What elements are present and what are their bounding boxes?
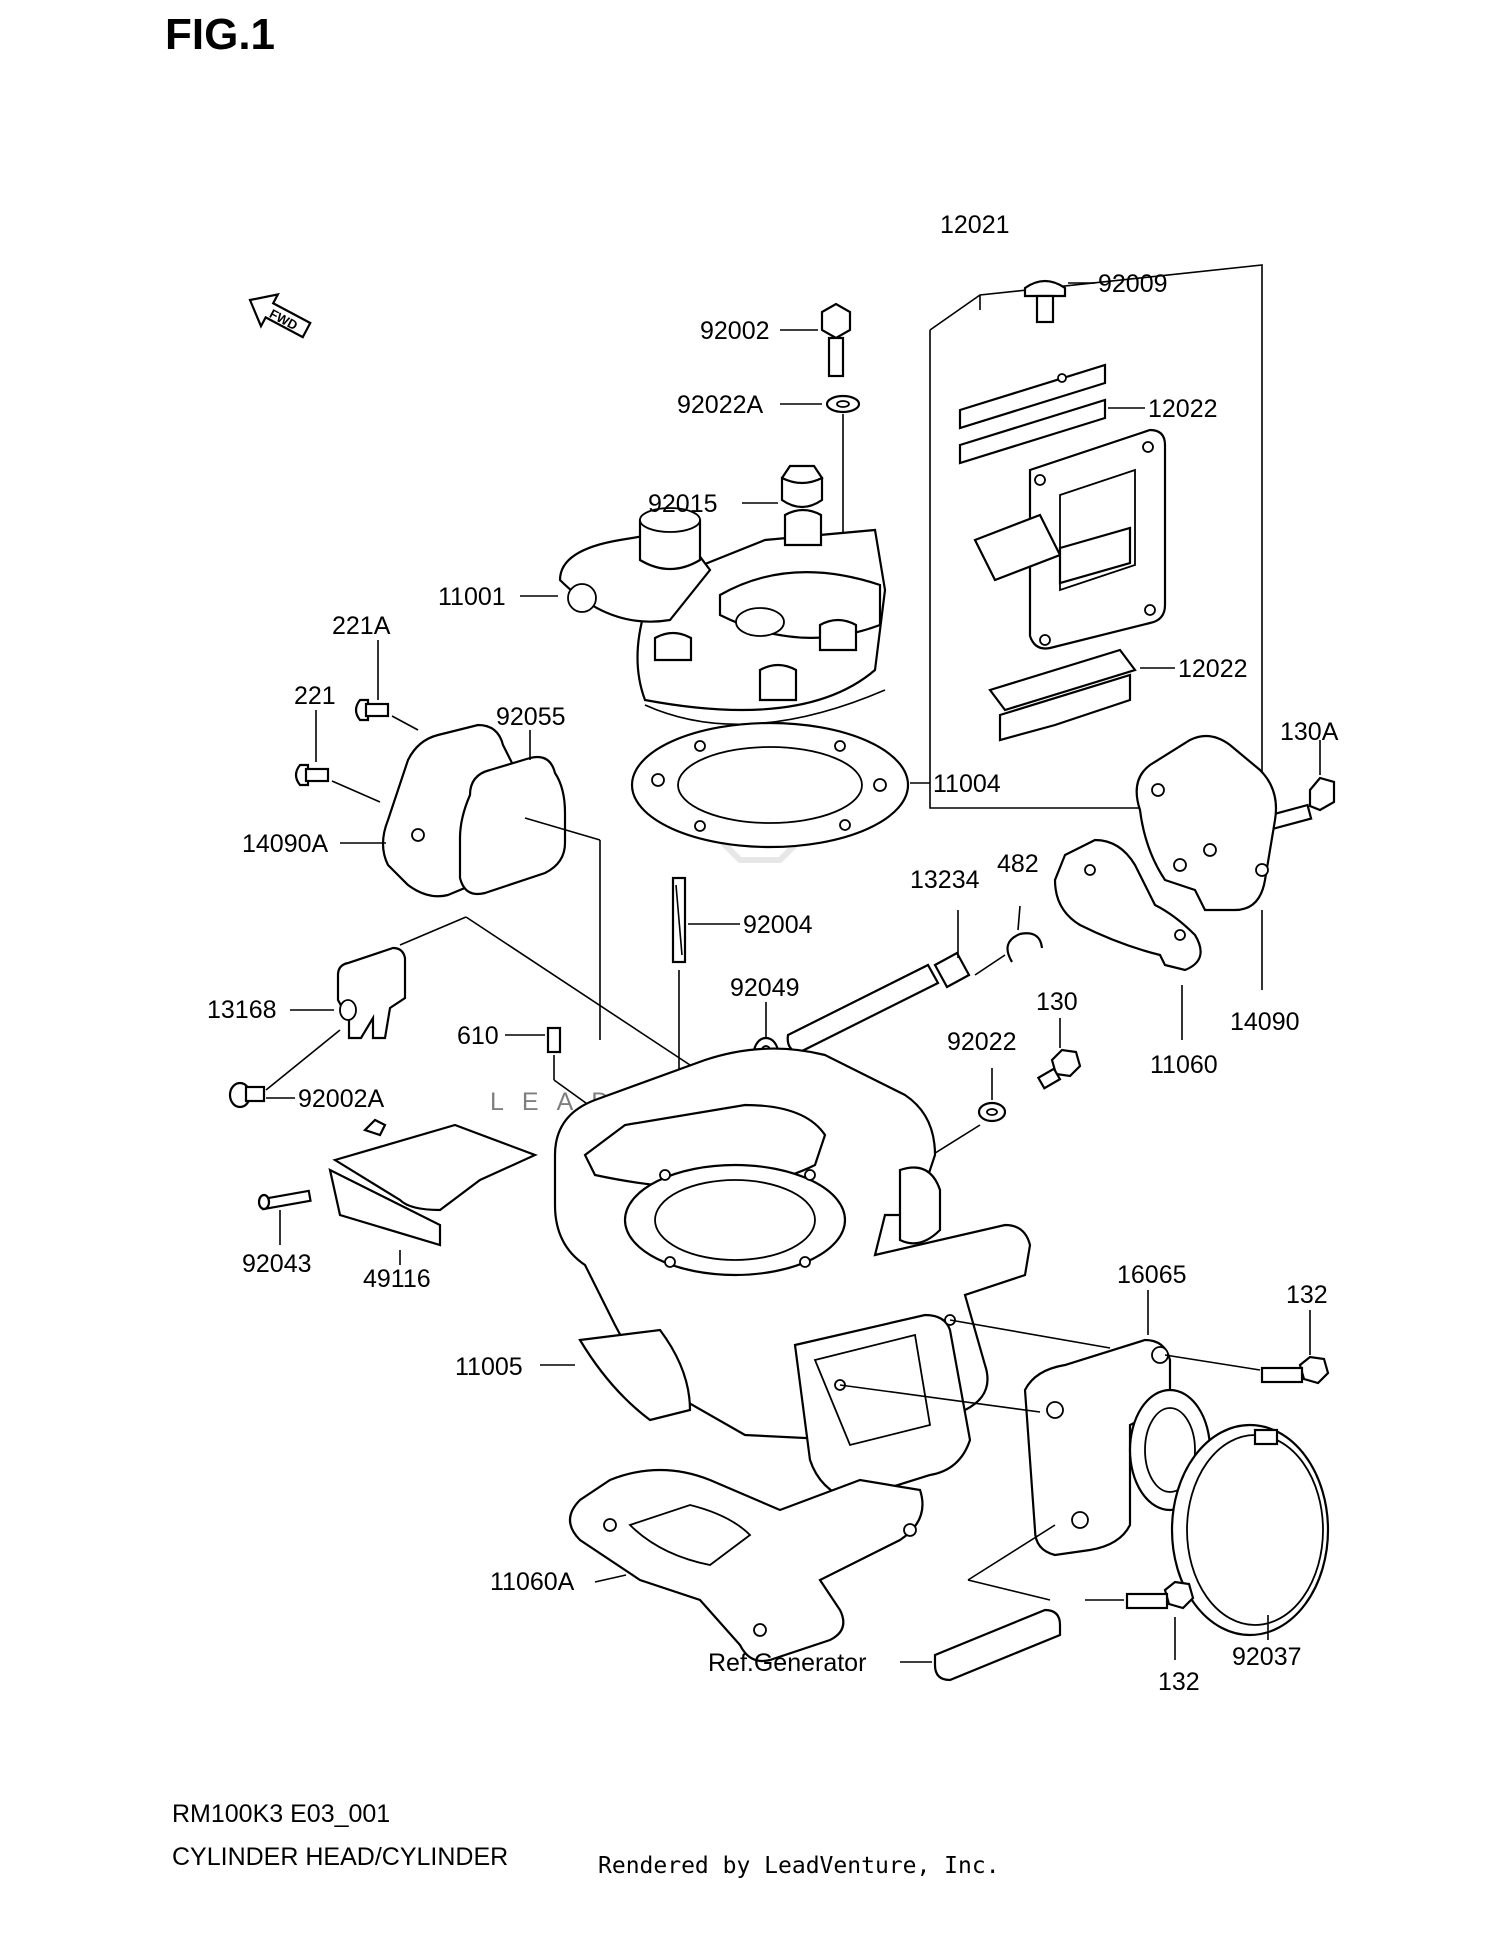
intake-pipe-16065	[839, 1290, 1212, 1557]
base-gasket-11060A	[568, 1468, 924, 1663]
label-221: 221	[294, 682, 336, 710]
head-gasket-11004	[630, 721, 930, 849]
label-130: 130	[1036, 988, 1078, 1016]
label-130A: 130A	[1280, 718, 1339, 746]
exhaust-valve-49116	[328, 1118, 538, 1265]
clamp-92037	[1170, 1423, 1330, 1640]
holder-13168	[290, 916, 691, 1066]
label-11060: 11060	[1150, 1051, 1218, 1079]
label-482: 482	[997, 850, 1039, 878]
fwd-label: FWD	[267, 306, 300, 333]
label-92009: 92009	[1098, 270, 1168, 298]
label-12022-upper: 12022	[1148, 395, 1218, 423]
label-92004: 92004	[743, 911, 813, 939]
cylinder-head-11001	[520, 507, 887, 726]
label-11001: 11001	[438, 583, 506, 611]
bolt-132-upper	[1164, 1310, 1330, 1385]
label-11060A: 11060A	[490, 1568, 575, 1596]
reed-cage	[973, 428, 1167, 650]
reed-petal-upper	[958, 363, 1145, 465]
label-92002: 92002	[700, 317, 770, 345]
label-13168: 13168	[207, 996, 277, 1024]
screw-92002A	[228, 1029, 341, 1109]
label-ref-generator: Ref.Generator	[708, 1649, 866, 1677]
label-13234: 13234	[910, 866, 980, 894]
label-221A: 221A	[332, 612, 391, 640]
nut-92015	[742, 464, 824, 509]
label-610: 610	[457, 1022, 499, 1050]
label-92002A: 92002A	[298, 1085, 385, 1113]
label-11004: 11004	[933, 770, 1001, 798]
label-132-lower: 132	[1158, 1668, 1200, 1696]
valve-shaft-13234	[786, 910, 971, 1055]
model-code: RM100K3 E03_001	[172, 1800, 391, 1828]
reed-valve-kit-box	[929, 264, 1263, 809]
clip-482	[974, 905, 1044, 976]
section-title: CYLINDER HEAD/CYLINDER	[172, 1843, 509, 1871]
label-14090A: 14090A	[242, 830, 329, 858]
label-132-upper: 132	[1286, 1281, 1328, 1309]
bolt-92002	[780, 302, 852, 378]
stud-92004	[671, 876, 740, 1150]
figure-title: FIG.1	[165, 10, 276, 59]
gasket-11060	[1053, 838, 1202, 1040]
screw-221	[294, 710, 381, 803]
ref-generator-lead	[900, 1524, 1062, 1682]
label-92022: 92022	[947, 1028, 1017, 1056]
gasket-92055	[458, 730, 601, 1040]
label-92055: 92055	[496, 703, 566, 731]
reed-petal-lower	[988, 648, 1175, 742]
label-92049: 92049	[730, 974, 800, 1002]
label-12021: 12021	[940, 211, 1010, 239]
valve-housing-14090	[1135, 734, 1278, 990]
label-49116: 49116	[363, 1265, 431, 1293]
label-92015: 92015	[648, 490, 718, 518]
label-12022-lower: 12022	[1178, 655, 1248, 683]
bolt-130	[1036, 1018, 1082, 1090]
bolt-132-lower	[1085, 1580, 1195, 1660]
label-16065: 16065	[1117, 1261, 1187, 1289]
screw-92009	[1023, 279, 1095, 324]
label-92022A: 92022A	[677, 391, 764, 419]
fwd-arrow-icon: FWD	[248, 292, 312, 339]
washer-92022	[899, 1068, 1007, 1176]
pin-92043	[257, 1189, 312, 1245]
label-92037: 92037	[1232, 1643, 1302, 1671]
label-92043: 92043	[242, 1250, 312, 1278]
label-14090: 14090	[1230, 1008, 1300, 1036]
cylinder-11005	[540, 1047, 1032, 1502]
rendered-by-credit: Rendered by LeadVenture, Inc.	[598, 1853, 1000, 1879]
label-11005: 11005	[455, 1353, 523, 1381]
screw-221A	[354, 640, 419, 731]
washer-92022A	[780, 394, 861, 640]
